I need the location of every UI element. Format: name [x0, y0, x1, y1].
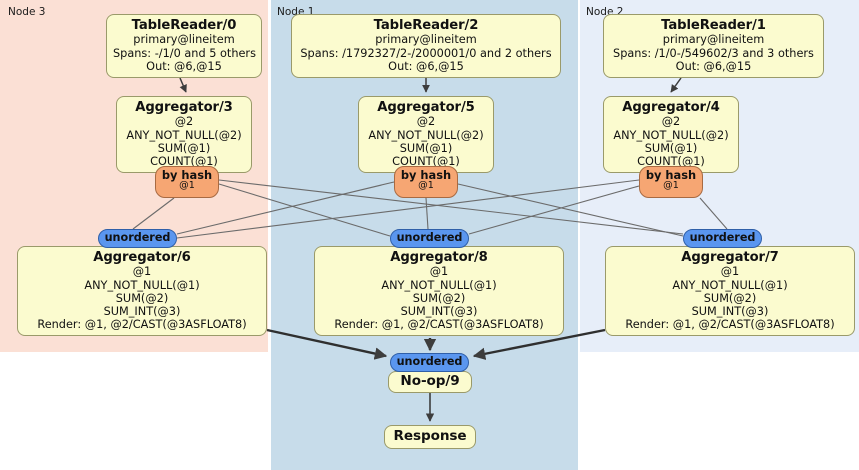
router-label: by hash: [161, 168, 213, 182]
router-column: @1: [663, 180, 679, 192]
processor-detail: primary@lineitem: [662, 33, 765, 47]
processor-aggregator5[interactable]: Aggregator/5 @2 ANY_NOT_NULL(@2) SUM(@1)…: [358, 96, 494, 174]
collector-label: unordered: [396, 231, 463, 245]
processor-title: Aggregator/6: [93, 250, 191, 265]
processor-title: Aggregator/3: [135, 100, 233, 115]
router-column: @1: [179, 180, 195, 192]
router-hash-aggregator3[interactable]: by hash @1: [155, 166, 219, 198]
collector-unordered-aggregator7[interactable]: unordered: [683, 229, 762, 248]
processor-detail: SUM_INT(@3): [691, 305, 769, 319]
processor-title: TableReader/1: [661, 18, 766, 33]
processor-detail: SUM(@2): [115, 291, 169, 305]
processor-detail: @1: [132, 265, 152, 279]
router-hash-aggregator4[interactable]: by hash @1: [639, 166, 703, 198]
processor-detail: @1: [720, 265, 740, 279]
processor-detail: Spans: /1792327/2-/2000001/0 and 2 other…: [300, 46, 552, 60]
processor-detail: ANY_NOT_NULL(@1): [84, 278, 200, 292]
router-label: by hash: [400, 168, 452, 182]
router-column: @1: [418, 180, 434, 192]
processor-title: Aggregator/5: [377, 100, 475, 115]
processor-detail: COUNT(@1): [637, 155, 705, 169]
processor-title: TableReader/2: [373, 18, 479, 33]
processor-detail: @2: [661, 115, 681, 129]
processor-detail: SUM(@2): [412, 291, 466, 305]
collector-label: unordered: [104, 231, 171, 245]
processor-title: Aggregator/7: [681, 250, 779, 265]
processor-tablereader0[interactable]: TableReader/0 primary@lineitem Spans: -/…: [106, 14, 262, 79]
processor-title: Aggregator/8: [390, 250, 488, 265]
collector-unordered-noop9[interactable]: unordered: [390, 353, 469, 372]
collector-label: unordered: [689, 231, 756, 245]
router-hash-aggregator5[interactable]: by hash @1: [394, 166, 458, 198]
processor-detail: Out: @6,@15: [146, 59, 222, 73]
processor-tablereader2[interactable]: TableReader/2 primary@lineitem Spans: /1…: [291, 14, 561, 79]
processor-detail: COUNT(@1): [150, 155, 218, 169]
processor-noop9[interactable]: No-op/9: [388, 371, 472, 393]
node-label-node3: Node 3: [8, 6, 46, 18]
processor-detail: primary@lineitem: [375, 33, 477, 47]
processor-detail: @2: [174, 115, 194, 129]
processor-detail: SUM(@1): [157, 141, 211, 155]
processor-tablereader1[interactable]: TableReader/1 primary@lineitem Spans: /1…: [603, 14, 824, 79]
processor-aggregator7[interactable]: Aggregator/7 @1 ANY_NOT_NULL(@1) SUM(@2)…: [605, 246, 855, 337]
processor-detail: Out: @6,@15: [388, 59, 464, 73]
processor-detail: ANY_NOT_NULL(@2): [613, 128, 729, 142]
processor-detail: ANY_NOT_NULL(@2): [126, 128, 242, 142]
processor-detail: ANY_NOT_NULL(@1): [381, 278, 497, 292]
processor-detail: SUM(@1): [399, 141, 453, 155]
processor-detail: SUM_INT(@3): [400, 305, 478, 319]
processor-detail: primary@lineitem: [133, 33, 235, 47]
collector-label: unordered: [396, 355, 463, 369]
processor-title: Aggregator/4: [622, 100, 720, 115]
processor-detail: Out: @6,@15: [675, 59, 752, 73]
processor-detail: @1: [429, 265, 449, 279]
processor-aggregator8[interactable]: Aggregator/8 @1 ANY_NOT_NULL(@1) SUM(@2)…: [314, 246, 564, 337]
processor-title: TableReader/0: [131, 18, 237, 33]
processor-aggregator3[interactable]: Aggregator/3 @2 ANY_NOT_NULL(@2) SUM(@1)…: [116, 96, 252, 174]
processor-title: No-op/9: [400, 373, 460, 389]
processor-detail: ANY_NOT_NULL(@1): [672, 278, 788, 292]
processor-detail: SUM(@1): [644, 141, 698, 155]
processor-detail: SUM_INT(@3): [103, 305, 181, 319]
processor-detail: SUM(@2): [703, 291, 757, 305]
processor-detail: COUNT(@1): [392, 155, 460, 169]
collector-unordered-aggregator8[interactable]: unordered: [390, 229, 469, 248]
router-label: by hash: [645, 168, 697, 182]
processor-title: Response: [393, 428, 467, 444]
processor-detail: Spans: -/1/0 and 5 others: [113, 46, 256, 60]
processor-detail: @2: [416, 115, 436, 129]
processor-aggregator6[interactable]: Aggregator/6 @1 ANY_NOT_NULL(@1) SUM(@2)…: [17, 246, 267, 337]
processor-render-detail: Render: @1, @2/CAST(@3ASFLOAT8): [37, 318, 247, 332]
processor-response[interactable]: Response: [384, 425, 476, 449]
collector-unordered-aggregator6[interactable]: unordered: [98, 229, 177, 248]
processor-detail: Spans: /1/0-/549602/3 and 3 others: [613, 46, 814, 60]
processor-render-detail: Render: @1, @2/CAST(@3ASFLOAT8): [334, 318, 544, 332]
processor-detail: ANY_NOT_NULL(@2): [368, 128, 484, 142]
processor-aggregator4[interactable]: Aggregator/4 @2 ANY_NOT_NULL(@2) SUM(@1)…: [603, 96, 739, 174]
processor-render-detail: Render: @1, @2/CAST(@3ASFLOAT8): [625, 318, 835, 332]
